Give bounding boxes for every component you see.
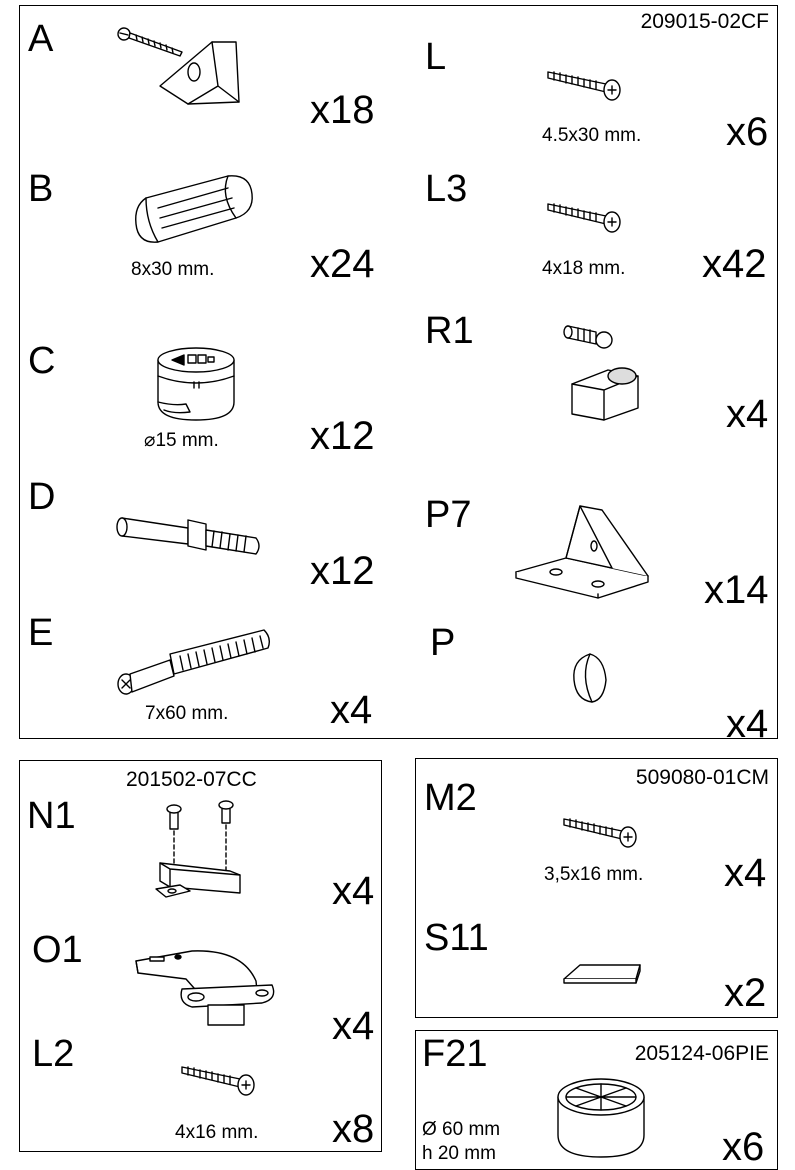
part-qty-l2: x8 bbox=[332, 1107, 375, 1151]
panel-code: 209015-02CF bbox=[640, 10, 769, 33]
panel-code: 201502-07CC bbox=[126, 768, 257, 791]
shelf-support-icon bbox=[563, 325, 639, 421]
wedge-shim-icon bbox=[563, 964, 641, 984]
long-bolt-icon bbox=[117, 629, 271, 695]
part-dim-b: 8x30 mm. bbox=[131, 259, 215, 280]
part-label-s11: S11 bbox=[424, 917, 489, 959]
cam-lock-nut-icon bbox=[157, 347, 235, 421]
cam-block-with-screw-icon bbox=[117, 27, 240, 105]
part-label-b: B bbox=[28, 168, 54, 210]
part-dim-l2: 4x16 mm. bbox=[175, 1122, 259, 1143]
part-label-l3: L3 bbox=[425, 168, 468, 210]
part-label-m2: M2 bbox=[424, 777, 477, 819]
part-label-n1: N1 bbox=[27, 795, 76, 837]
part-dim-e: 7x60 mm. bbox=[145, 703, 229, 724]
part-qty-n1: x4 bbox=[332, 869, 375, 913]
part-label-a: A bbox=[28, 18, 54, 60]
part-label-l: L bbox=[425, 36, 447, 78]
part-label-f21: F21 bbox=[422, 1033, 488, 1075]
part-qty-e: x4 bbox=[330, 688, 373, 732]
part-qty-a: x18 bbox=[310, 88, 375, 132]
cam-bolt-icon bbox=[116, 517, 260, 555]
hinge-mounting-plate-icon bbox=[155, 800, 241, 898]
part-label-r1: R1 bbox=[425, 310, 474, 352]
screws-parts-panel: 509080-01CM M2 3,5x16 mm. x4 S11 x2 bbox=[415, 758, 778, 1018]
feet-parts-panel: 205124-06PIE F21 Ø 60 mm h 20 mm x6 bbox=[415, 1030, 778, 1170]
part-label-c: C bbox=[28, 340, 56, 382]
part-dim-c: ⌀15 mm. bbox=[144, 430, 219, 451]
part-qty-b: x24 bbox=[310, 242, 375, 286]
bumper-cap-icon bbox=[573, 653, 607, 703]
screw-icon bbox=[547, 203, 621, 233]
part-qty-l3: x42 bbox=[702, 242, 767, 286]
panel-code: 205124-06PIE bbox=[634, 1042, 769, 1065]
part-dim-f21-diameter: Ø 60 mm bbox=[422, 1119, 501, 1140]
part-qty-m2: x4 bbox=[724, 851, 767, 895]
wooden-dowel-icon bbox=[135, 175, 253, 243]
part-label-p: P bbox=[430, 622, 456, 664]
part-qty-o1: x4 bbox=[332, 1004, 375, 1048]
part-label-e: E bbox=[28, 612, 54, 654]
part-qty-f21: x6 bbox=[722, 1125, 765, 1169]
part-qty-l: x6 bbox=[726, 110, 769, 154]
part-dim-m2: 3,5x16 mm. bbox=[544, 864, 644, 885]
part-qty-r1: x4 bbox=[726, 392, 769, 436]
screw-icon bbox=[563, 818, 637, 848]
part-dim-f21-height: h 20 mm bbox=[422, 1143, 496, 1164]
part-label-p7: P7 bbox=[425, 494, 472, 536]
part-qty-p7: x14 bbox=[704, 568, 769, 612]
part-dim-l: 4.5x30 mm. bbox=[542, 125, 642, 146]
screw-icon bbox=[181, 1066, 255, 1096]
part-qty-s11: x2 bbox=[724, 971, 767, 1015]
part-qty-c: x12 bbox=[310, 414, 375, 458]
part-label-d: D bbox=[28, 476, 56, 518]
hinge-parts-panel: 201502-07CC N1 x4 O1 x4 L2 4x16 mm. x8 bbox=[19, 760, 382, 1152]
part-dim-l3: 4x18 mm. bbox=[542, 258, 626, 279]
part-label-l2: L2 bbox=[32, 1033, 75, 1075]
part-qty-p: x4 bbox=[726, 702, 769, 746]
screw-icon bbox=[547, 71, 621, 101]
furniture-foot-icon bbox=[557, 1078, 645, 1158]
main-parts-panel: 209015-02CF A x18 B 8x30 mm. x24 C ⌀15 m… bbox=[19, 5, 778, 744]
part-label-o1: O1 bbox=[32, 929, 83, 971]
part-qty-d: x12 bbox=[310, 549, 375, 593]
cabinet-hinge-icon bbox=[135, 950, 275, 1026]
angle-bracket-icon bbox=[515, 505, 649, 599]
panel-code: 509080-01CM bbox=[635, 766, 769, 789]
